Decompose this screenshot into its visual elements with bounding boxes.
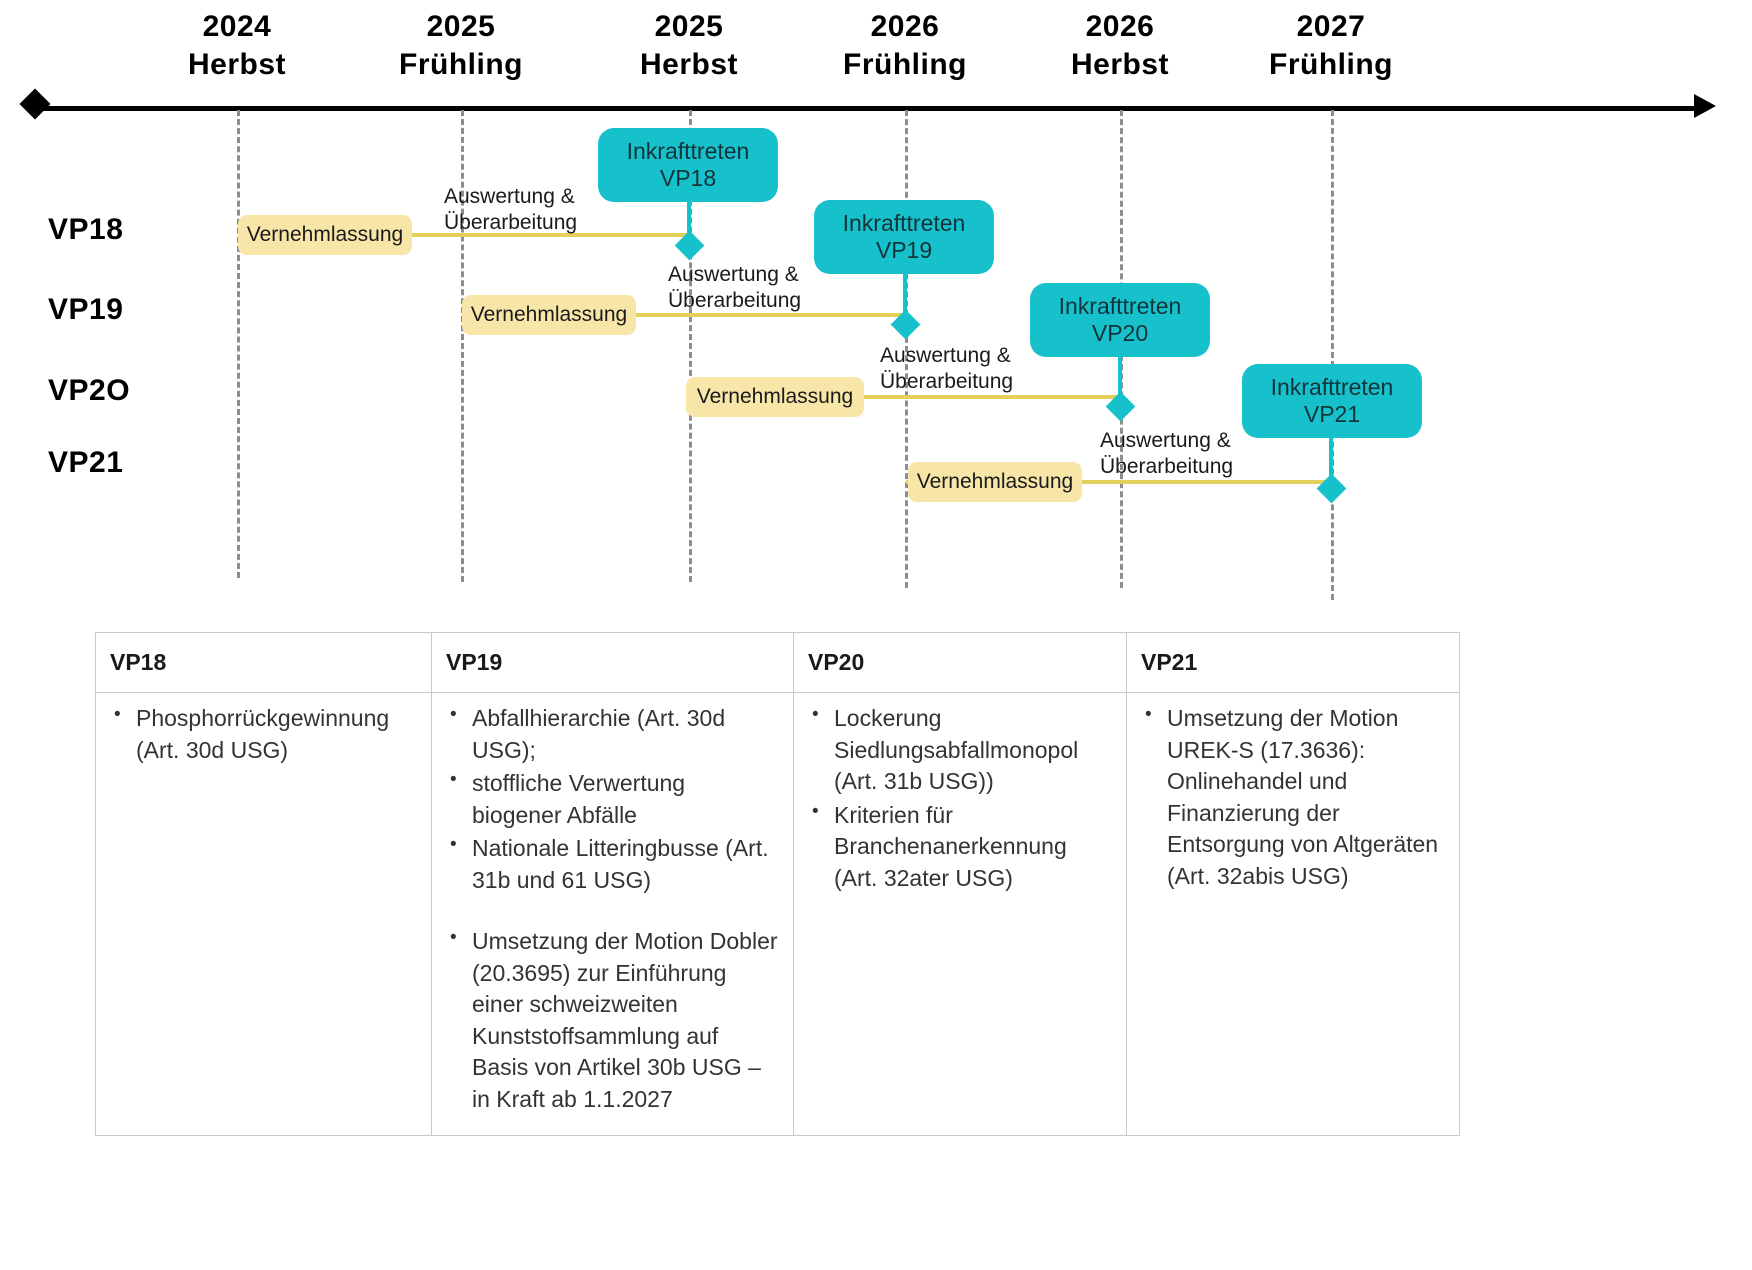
gridline-2025-herbst	[689, 110, 692, 582]
vp21-connector	[1329, 426, 1333, 486]
table-header-vp19: VP19	[431, 632, 794, 693]
table-cell-vp18: Phosphorrückgewinnung (Art. 30d USG)	[95, 692, 432, 1136]
vp18-track	[240, 233, 692, 237]
tick-year: 2026	[1085, 10, 1155, 43]
table-header-vp18: VP18	[95, 632, 432, 693]
tick-label-3: 2026 Frühling	[805, 8, 1005, 85]
vp18-review-note: Auswertung & Überarbeitung	[444, 185, 578, 234]
list-item: Lockerung Siedlungsabfallmonopol (Art. 3…	[808, 702, 1112, 798]
vp-detail-table: VP18 VP19 VP20 VP21 Phosphorrückgewinnun…	[95, 632, 1460, 1136]
table-cell-vp21: Umsetzung der Motion UREK-S (17.3636): O…	[1126, 692, 1460, 1136]
tick-season: Frühling	[1269, 48, 1393, 82]
tick-label-2: 2025 Herbst	[589, 8, 789, 85]
tick-year: 2024	[202, 10, 272, 43]
tick-season: Herbst	[187, 48, 287, 82]
vp18-connector	[687, 178, 691, 240]
row-label-vp21: VP21	[48, 446, 124, 479]
vp21-track	[906, 480, 1336, 484]
tick-label-1: 2025 Frühling	[361, 8, 561, 85]
tick-year: 2027	[1296, 10, 1366, 43]
vp21-bullet-list: Umsetzung der Motion UREK-S (17.3636): O…	[1141, 702, 1445, 892]
row-label-vp18: VP18	[48, 213, 124, 246]
list-item: Umsetzung der Motion Dobler (20.3695) zu…	[446, 925, 779, 1115]
list-item: Nationale Litteringbusse (Art. 31b und 6…	[446, 832, 779, 896]
tick-year: 2025	[654, 10, 724, 43]
vp20-connector	[1118, 340, 1122, 402]
table-row: Phosphorrückgewinnung (Art. 30d USG) Abf…	[95, 692, 1460, 1136]
list-item: Umsetzung der Motion UREK-S (17.3636): O…	[1141, 702, 1445, 892]
vp18-inkrafttreten-callout: Inkrafttreten VP18	[598, 128, 778, 202]
vp21-review-note: Auswertung & Überarbeitung	[1100, 429, 1234, 478]
gridline-2026-fruehling	[905, 110, 908, 588]
tick-label-4: 2026 Herbst	[1020, 8, 1220, 85]
vp18-bullet-list: Phosphorrückgewinnung (Art. 30d USG)	[110, 702, 417, 766]
tick-season: Frühling	[843, 48, 967, 82]
table-header-vp20: VP20	[793, 632, 1127, 693]
gridline-2027-fruehling	[1331, 110, 1334, 600]
list-item: stoffliche Verwertung biogener Abfälle	[446, 767, 779, 831]
vp21-vernehmlassung-pill: Vernehmlassung	[908, 462, 1082, 502]
vp19-track	[464, 313, 908, 317]
tick-label-5: 2027 Frühling	[1231, 8, 1431, 85]
tick-season: Herbst	[639, 48, 739, 82]
vp20-vernehmlassung-pill: Vernehmlassung	[686, 377, 864, 417]
table-cell-vp20: Lockerung Siedlungsabfallmonopol (Art. 3…	[793, 692, 1127, 1136]
vp20-inkrafttreten-callout: Inkrafttreten VP20	[1030, 283, 1210, 357]
tick-year: 2026	[870, 10, 940, 43]
table-cell-vp19: Abfallhierarchie (Art. 30d USG); stoffli…	[431, 692, 794, 1136]
vp20-bullet-list: Lockerung Siedlungsabfallmonopol (Art. 3…	[808, 702, 1112, 895]
table-header-vp21: VP21	[1126, 632, 1460, 693]
row-label-vp19: VP19	[48, 293, 124, 326]
table-header-row: VP18 VP19 VP20 VP21	[95, 632, 1460, 693]
vp19-bullet-list: Abfallhierarchie (Art. 30d USG); stoffli…	[446, 702, 779, 1115]
list-item: Abfallhierarchie (Art. 30d USG);	[446, 702, 779, 766]
tick-year: 2025	[426, 10, 496, 43]
tick-label-0: 2024 Herbst	[137, 8, 337, 85]
vp18-vernehmlassung-pill: Vernehmlassung	[238, 215, 412, 255]
axis-arrow-icon	[1694, 94, 1716, 118]
vp19-inkrafttreten-callout: Inkrafttreten VP19	[814, 200, 994, 274]
tick-season: Herbst	[1070, 48, 1170, 82]
axis-start-diamond-icon	[19, 88, 51, 120]
vp19-vernehmlassung-pill: Vernehmlassung	[462, 295, 636, 335]
vp19-review-note: Auswertung & Überarbeitung	[668, 263, 802, 312]
vp20-track	[688, 395, 1124, 399]
vp19-connector	[903, 258, 907, 318]
gridline-2024-herbst	[237, 110, 240, 578]
list-item: Kriterien für Branchenanerkennung (Art. …	[808, 799, 1112, 895]
list-item: Phosphorrückgewinnung (Art. 30d USG)	[110, 702, 417, 766]
timeline-axis	[34, 106, 1706, 111]
tick-season: Frühling	[399, 48, 523, 82]
timeline-chart: 2024 Herbst 2025 Frühling 2025 Herbst 20…	[0, 0, 1752, 610]
vp20-review-note: Auswertung & Überarbeitung	[880, 344, 1014, 393]
row-label-vp20: VP2O	[48, 374, 131, 407]
vp21-inkrafttreten-callout: Inkrafttreten VP21	[1242, 364, 1422, 438]
gridline-2025-fruehling	[461, 110, 464, 582]
